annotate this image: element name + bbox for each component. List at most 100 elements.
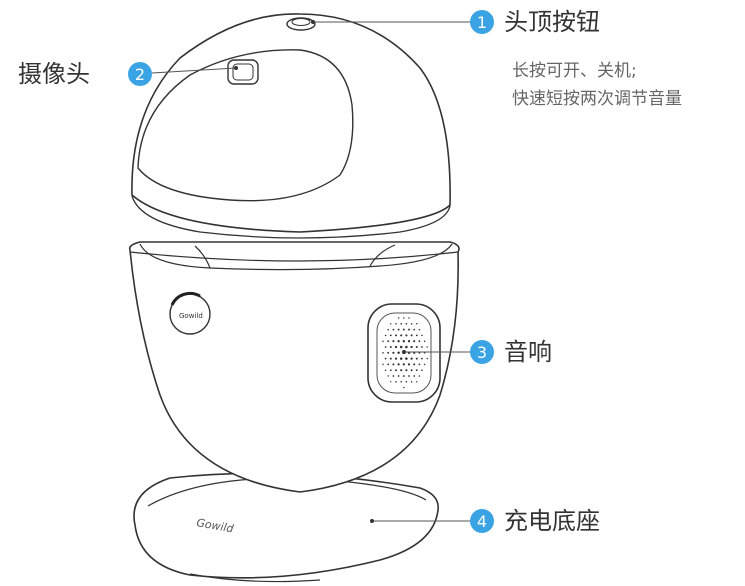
speaker-dot [413, 328, 416, 331]
speaker-dot [413, 340, 416, 343]
speaker-dot [421, 334, 423, 337]
speaker-dot [415, 334, 418, 337]
speaker-dot [387, 328, 389, 331]
callout-4-badge: 4 [470, 509, 494, 533]
speaker-dot [387, 363, 390, 366]
callout-1-badge: 1 [470, 10, 494, 34]
speaker-dot [392, 340, 395, 343]
speaker-dot [389, 357, 392, 360]
speaker-dot [399, 357, 403, 360]
speaker-dots [382, 317, 428, 389]
speaker-dot [397, 328, 400, 331]
robot-head [131, 13, 451, 239]
speaker-dot [421, 346, 423, 348]
speaker-dot [408, 317, 410, 319]
camera-label: 摄像头 [18, 60, 90, 88]
speaker-dot [407, 340, 411, 343]
svg-text:1: 1 [477, 13, 487, 32]
speaker-dot [390, 323, 392, 325]
speaker-dot [397, 375, 400, 377]
speaker-dot [418, 328, 421, 331]
speaker-dot [416, 381, 418, 383]
speaker-dot [418, 375, 421, 377]
speaker-dot [410, 322, 413, 325]
top-button-description-line-1: 长按可开、关机; [512, 61, 637, 81]
speaker-dot [426, 357, 428, 360]
speaker-dot [405, 380, 408, 383]
speaker-dot [405, 369, 408, 372]
speaker-dot [413, 375, 416, 377]
speaker-dot [421, 357, 423, 360]
speaker-label: 音响 [504, 338, 552, 366]
speaker-dot [390, 381, 392, 383]
speaker-dot [421, 369, 423, 371]
svg-text:2: 2 [135, 65, 145, 84]
top-button [286, 17, 316, 31]
top-button-label: 头顶按钮 [504, 8, 600, 36]
speaker-dot [400, 322, 403, 325]
speaker-dot [418, 340, 421, 343]
speaker-dot [387, 351, 390, 354]
speaker-dot [395, 381, 397, 383]
speaker-dot [400, 369, 403, 372]
speaker-dot [389, 334, 392, 337]
speaker-dot [410, 369, 413, 372]
svg-text:3: 3 [477, 343, 487, 362]
speaker-dot [402, 340, 405, 343]
speaker-dot [426, 346, 428, 348]
speaker-dot [392, 328, 395, 331]
speaker-dot [397, 317, 400, 319]
robot-body [128, 241, 460, 493]
speaker-dot [405, 345, 408, 349]
svg-text:4: 4 [477, 512, 487, 531]
speaker-dot [384, 357, 387, 360]
speaker-dot [395, 334, 397, 337]
speaker-dot [405, 322, 408, 325]
speaker-dot [395, 323, 397, 325]
speaker-dot [384, 334, 387, 337]
speaker-dot [399, 345, 403, 349]
speaker-dot [389, 369, 392, 372]
speaker-dot [415, 345, 418, 349]
speaker-dot [382, 352, 384, 354]
speaker-dot [400, 334, 403, 337]
speaker-dot [410, 381, 413, 383]
speaker-dot [389, 346, 392, 348]
speaker-dot [395, 369, 397, 372]
speaker-dot [397, 363, 400, 366]
speaker-dot [392, 375, 395, 377]
speaker-dot [384, 346, 387, 348]
speaker-dot [410, 334, 413, 337]
speaker-dot [423, 363, 426, 366]
speaker-dot [402, 375, 405, 377]
speaker-dot [402, 363, 405, 366]
leader-dots [234, 20, 406, 523]
speaker-dot [423, 340, 426, 342]
speaker-dot [400, 380, 403, 383]
logo-text: Gowild [179, 312, 203, 320]
speaker-dot [397, 351, 400, 355]
speaker-dot [402, 328, 405, 331]
speaker-dot [410, 357, 413, 360]
camera-lens [227, 59, 259, 85]
speaker-dot [403, 317, 405, 319]
speaker-dot [418, 363, 421, 366]
speaker-dot [410, 345, 413, 349]
speaker-dot [403, 386, 405, 389]
callout-3-badge: 3 [470, 340, 494, 364]
callout-2-badge: 2 [128, 62, 152, 86]
speaker-dot [394, 345, 398, 349]
speaker-dot [416, 323, 418, 325]
speaker-dot [392, 363, 395, 366]
speaker-dot [384, 369, 387, 371]
speaker-dot [413, 363, 416, 366]
speaker-dot [382, 340, 384, 342]
speaker-dot [405, 334, 408, 337]
speaker-dot [392, 351, 395, 354]
speaker-dot [408, 328, 410, 331]
speaker-dot [397, 340, 400, 343]
charging-base-label: 充电底座 [504, 507, 600, 535]
speaker-dot [387, 375, 389, 377]
gowild-logo-icon [169, 291, 211, 335]
